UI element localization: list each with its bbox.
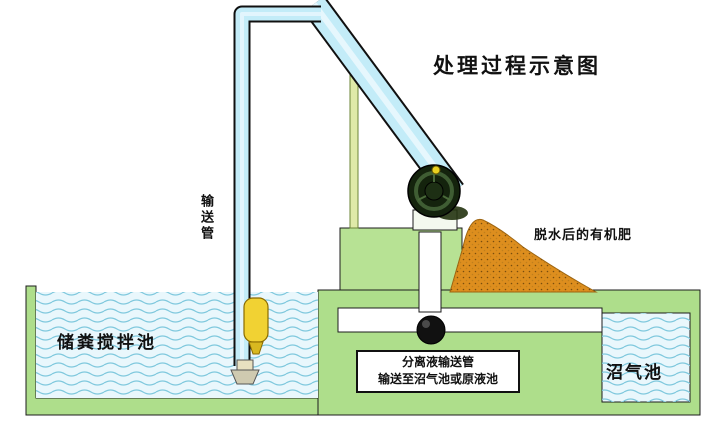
pipe-nozzle: [230, 359, 260, 385]
diagram-title: 处理过程示意图: [433, 55, 601, 78]
float-funnel: [243, 297, 269, 355]
separator-note-box: 分离液输送管 输送至沼气池或原液池: [356, 350, 520, 393]
conveyor-incline: [303, 0, 464, 201]
valve: [416, 315, 446, 345]
separator-note-line1: 分离液输送管: [401, 355, 474, 369]
separator-machine-icon: [407, 164, 461, 218]
separator-pedestal: [339, 227, 463, 291]
fertilizer-pile-texture: [450, 219, 596, 292]
liquid-duct-vertical: [418, 231, 442, 313]
feed-pipe: [233, 5, 321, 366]
right-pool-waves: [602, 313, 690, 402]
right-pool-label: 沼气池: [606, 363, 663, 382]
liquid-duct-horizontal: [337, 307, 603, 333]
pipe-label: 输送管: [199, 194, 214, 242]
left-pool-label: 储粪搅拌池: [57, 333, 157, 352]
left-pool-waves: [36, 292, 318, 398]
fertilizer-label: 脱水后的有机肥: [534, 227, 633, 242]
separator-note-line2: 输送至沼气池或原液池: [377, 372, 498, 387]
